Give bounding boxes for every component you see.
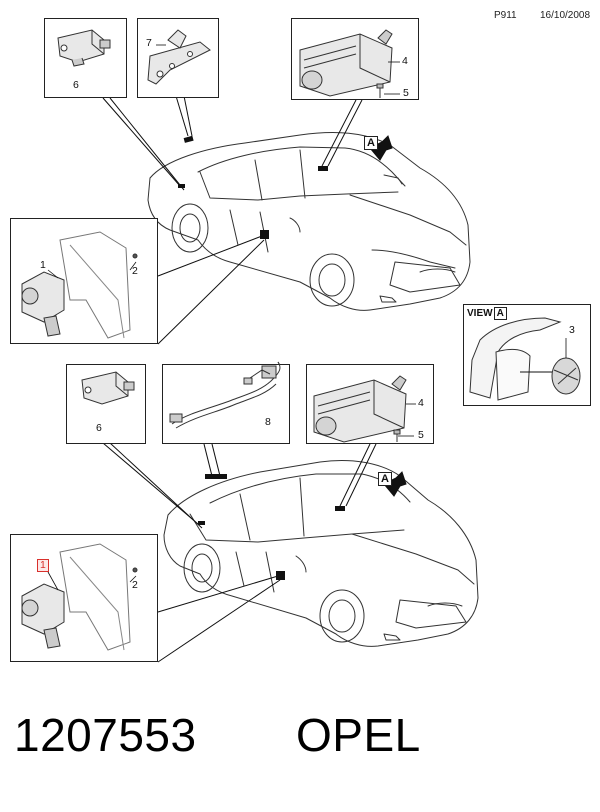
callout-3: 3 (569, 324, 575, 336)
sedan-left-sensor-marker (178, 184, 185, 188)
sedan-front-sensor-marker (318, 166, 328, 171)
callout-5-bottom: 5 (418, 429, 424, 441)
callout-2-top: 2 (132, 265, 138, 277)
diagram-date: 16/10/2008 (540, 10, 591, 21)
callout-7: 7 (146, 37, 152, 49)
view-letter: A (493, 307, 507, 320)
view-word: VIEW (467, 308, 493, 319)
view-direction-arrow-bottom (383, 471, 407, 497)
sedan-door-motor-marker (260, 230, 269, 239)
estate-harness-marker (205, 474, 227, 479)
callout-8: 8 (265, 416, 271, 428)
estate-front-sensor-marker (335, 506, 345, 511)
callout-1-top: 1 (40, 259, 46, 271)
callout-6-top: 6 (73, 79, 79, 91)
callout-4-bottom: 4 (418, 397, 424, 409)
direction-letter-top: A (364, 136, 378, 150)
sedan-roof-sensor-marker (183, 135, 194, 143)
callout-1-bottom-highlighted[interactable]: 1 (37, 559, 49, 572)
callout-5-top: 5 (403, 87, 409, 99)
callout-6-bottom: 6 (96, 422, 102, 434)
callout-4-top: 4 (402, 55, 408, 67)
estate-left-sensor-marker (198, 521, 205, 525)
direction-letter-bottom: A (378, 472, 392, 486)
part-number: 1207553 (14, 709, 197, 761)
diagram-code: P911 (494, 10, 517, 21)
estate-door-motor-marker (276, 571, 285, 580)
brand-name: OPEL (296, 709, 421, 761)
callout-2-bottom: 2 (132, 579, 138, 591)
view-direction-arrow-top (369, 135, 393, 161)
